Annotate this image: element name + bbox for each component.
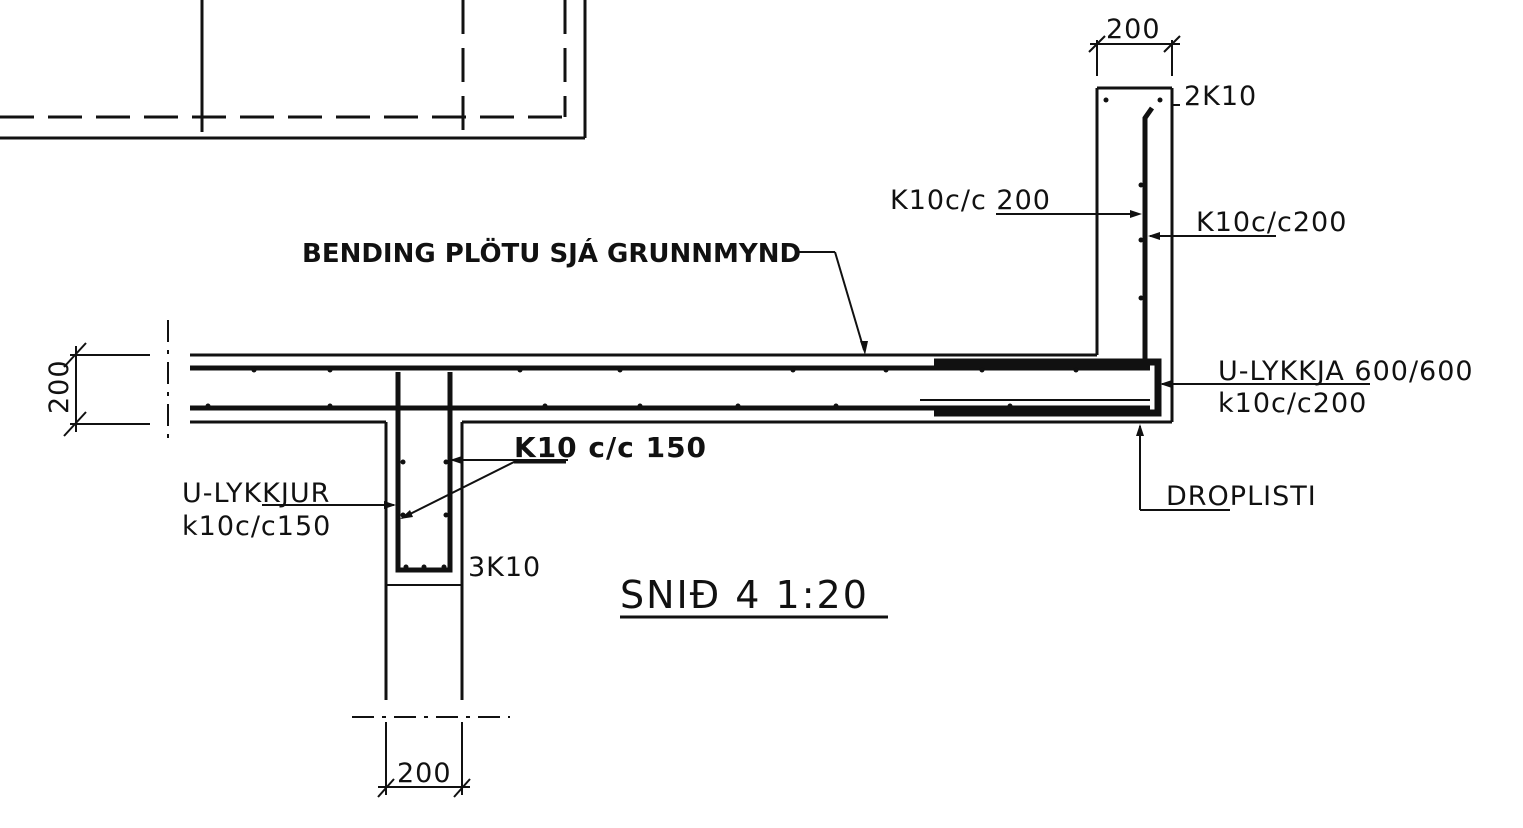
bar-dot	[790, 367, 796, 373]
bar-dot	[1138, 295, 1144, 301]
label-beam-stirrups: K10 c/c 150	[514, 431, 707, 464]
leaders	[262, 104, 1370, 519]
beam-stirrup	[395, 372, 453, 573]
bar-dot	[1138, 182, 1144, 188]
plan-fragment	[0, 0, 587, 140]
dim-label-left: 200	[44, 359, 75, 414]
bar-dot	[542, 403, 548, 409]
label-2k10: 2K10	[1184, 81, 1257, 112]
bar-dot	[517, 367, 523, 373]
dim-tick	[1088, 35, 1106, 53]
bar-dot	[251, 367, 257, 373]
bar-dot	[1073, 367, 1079, 373]
upstand-vertical-bar	[1142, 106, 1155, 368]
concrete-outline	[167, 86, 1174, 718]
label-slab-note: BENDING PLÖTU SJÁ GRUNNMYND	[302, 236, 801, 269]
dim-tick	[1163, 35, 1181, 53]
bar-dot	[443, 512, 449, 518]
bar-dot	[1007, 403, 1013, 409]
dim-tick	[453, 778, 471, 798]
bar-dot	[400, 459, 406, 465]
dim-label-bottom: 200	[397, 758, 452, 789]
label-k10-cc200-right: K10c/c200	[1196, 207, 1347, 238]
dim-tick	[63, 411, 87, 437]
dim-tick	[377, 778, 395, 798]
bar-dot	[735, 403, 741, 409]
bar-dot	[403, 564, 409, 570]
bar-dot	[327, 367, 333, 373]
dimension-bottom	[377, 722, 471, 798]
arrow-head	[860, 341, 868, 355]
label-3k10: 3K10	[468, 552, 541, 583]
label-k10-cc200-left: K10c/c 200	[890, 185, 1051, 216]
bar-dot	[327, 403, 333, 409]
bar-dot	[1138, 237, 1144, 243]
label-beam-u-loops-spacing: k10c/c150	[182, 511, 331, 542]
bar-dot	[833, 403, 839, 409]
reinforcement	[190, 106, 1162, 573]
bar-dot	[205, 403, 211, 409]
dimension-top	[1088, 35, 1181, 76]
bar-dot	[443, 459, 449, 465]
bar-dot	[637, 403, 643, 409]
slab-end-u-loop	[934, 358, 1162, 417]
arrow-head	[1148, 232, 1160, 240]
arrow-head	[1136, 424, 1144, 436]
bar-dot	[441, 564, 447, 570]
dimension-left	[63, 342, 150, 437]
dim-label-top: 200	[1106, 14, 1161, 45]
dim-tick	[63, 342, 87, 368]
label-u-loop-spacing: k10c/c200	[1218, 388, 1367, 419]
arrow-head	[384, 501, 396, 509]
bar-dot	[1103, 97, 1109, 103]
bar-dot	[421, 564, 427, 570]
leader-line	[834, 251, 865, 351]
bar-dot	[979, 367, 985, 373]
bar-dot	[617, 367, 623, 373]
arrow-head	[450, 456, 462, 464]
bar-dot	[1157, 97, 1163, 103]
arrow-head	[1160, 380, 1172, 388]
label-u-loop-name: U-LYKKJA 600/600	[1218, 356, 1474, 387]
arrow-head	[400, 510, 413, 519]
label-beam-u-loops-name: U-LYKKJUR	[182, 478, 330, 509]
leader-line	[401, 459, 519, 519]
drawing-title: SNIÐ 4 1:20	[620, 573, 869, 617]
bar-dots	[205, 97, 1163, 570]
arrow-head	[1130, 210, 1142, 218]
bar-dot	[883, 367, 889, 373]
label-droplisti: DROPLISTI	[1166, 481, 1317, 512]
